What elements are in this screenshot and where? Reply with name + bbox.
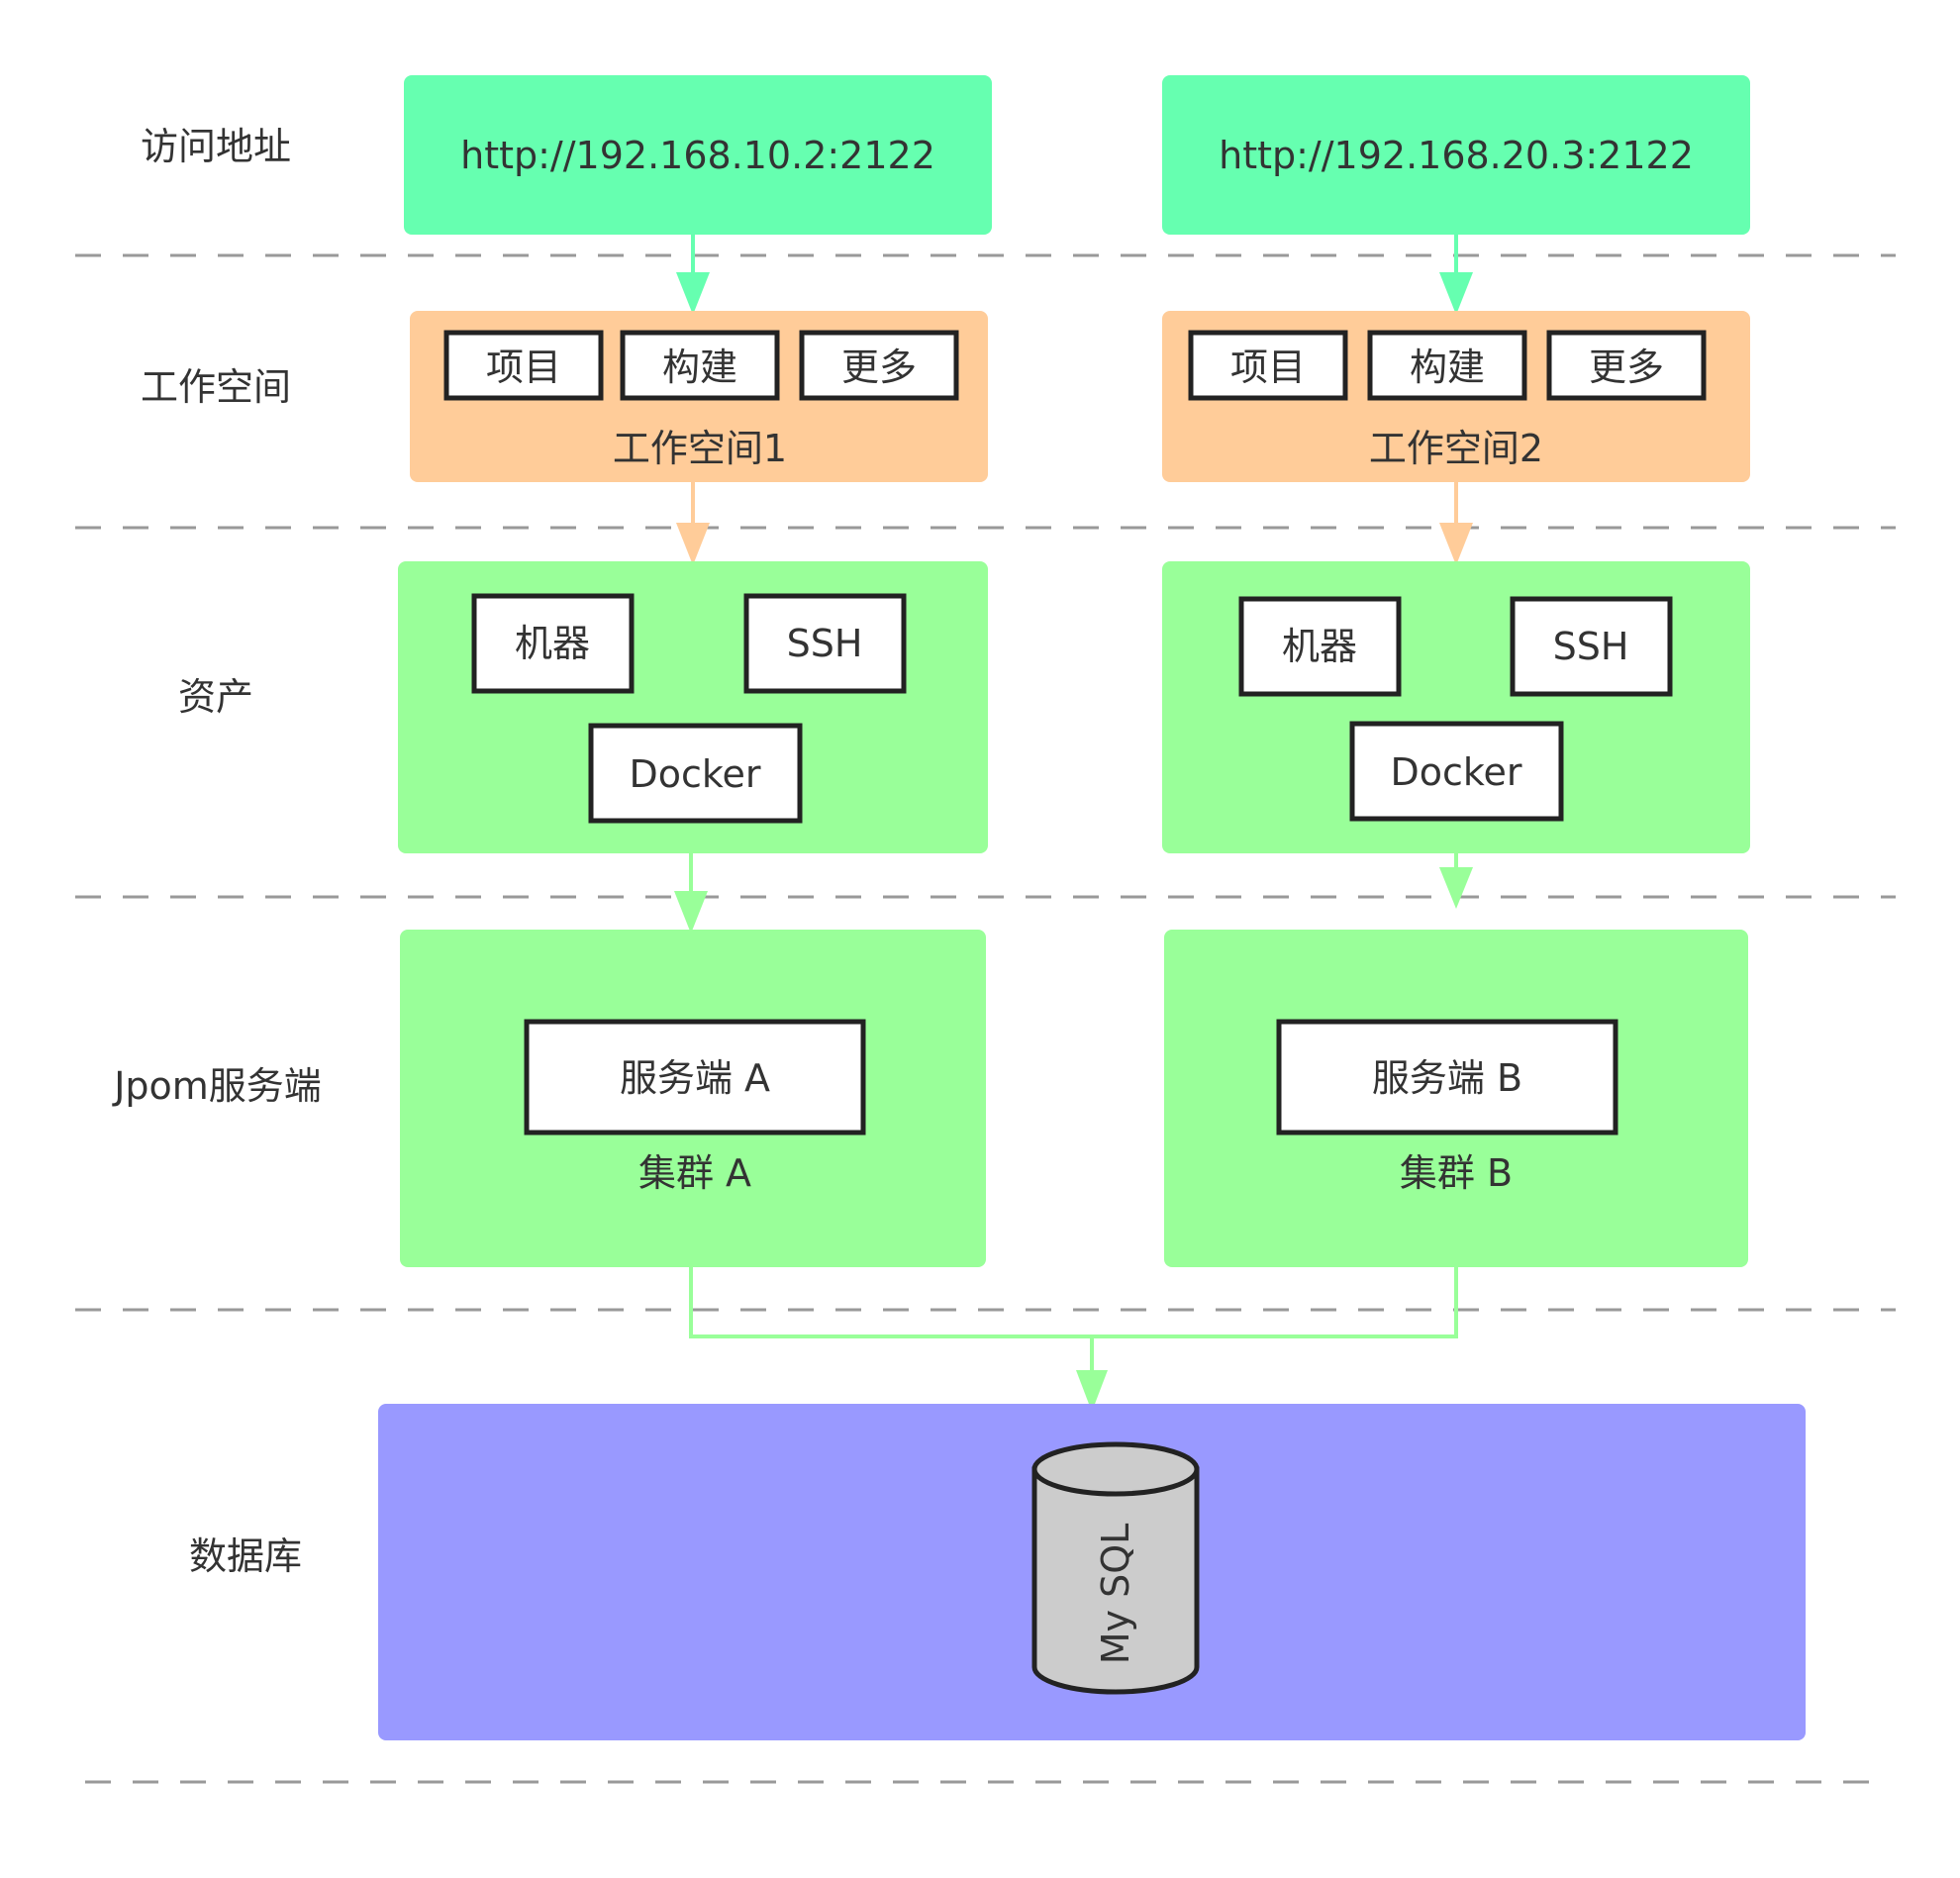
mysql-cylinder-icon[interactable] [1031, 1441, 1200, 1695]
ws-item-project-left[interactable] [443, 330, 604, 401]
server-box-right[interactable] [1276, 1019, 1618, 1136]
server-name-left: 服务端 A [620, 1056, 770, 1100]
layer-label-database: 数据库 [189, 1534, 302, 1578]
ws-item-label: 项目 [1230, 346, 1306, 389]
connector-server-to-db [689, 1267, 1458, 1338]
asset-item-label: Docker [1390, 750, 1521, 794]
ws-item-label: 更多 [1589, 346, 1664, 389]
arrowhead-icon [1439, 272, 1473, 315]
asset-item-docker-left[interactable] [588, 723, 803, 824]
asset-item-ssh-left[interactable] [743, 593, 907, 694]
asset-item-label: SSH [1553, 625, 1629, 668]
ws-item-label: 构建 [1410, 346, 1485, 389]
asset-item-label: 机器 [1282, 625, 1357, 668]
workspace-name-right: 工作空间2 [1369, 427, 1543, 470]
ws-item-build-left[interactable] [620, 330, 780, 401]
ws-item-more-right[interactable] [1546, 330, 1707, 401]
asset-item-label: SSH [787, 622, 863, 665]
workspace-name-left: 工作空间1 [613, 427, 787, 470]
url-box-right[interactable] [1162, 75, 1750, 235]
ws-item-more-left[interactable] [799, 330, 959, 401]
arrowhead-icon [1076, 1370, 1108, 1412]
arrowhead-icon [676, 272, 710, 315]
asset-item-machine-right[interactable] [1238, 596, 1402, 697]
ws-item-label: 构建 [662, 346, 737, 389]
arrowhead-icon [1439, 867, 1473, 909]
url-box-left[interactable] [404, 75, 992, 235]
mysql-label: My SQL [1094, 1524, 1137, 1665]
asset-item-ssh-right[interactable] [1510, 596, 1673, 697]
asset-item-label: 机器 [515, 622, 590, 665]
ws-item-build-right[interactable] [1367, 330, 1527, 401]
ws-item-project-right[interactable] [1188, 330, 1348, 401]
layer-label-access: 访问地址 [141, 125, 291, 168]
asset-item-docker-right[interactable] [1349, 721, 1564, 822]
asset-item-label: Docker [629, 752, 760, 796]
url-text-left: http://192.168.10.2:2122 [460, 134, 935, 177]
arrowhead-icon [676, 523, 710, 565]
arrowhead-icon [674, 891, 708, 934]
url-text-right: http://192.168.20.3:2122 [1219, 134, 1694, 177]
ws-item-label: 项目 [486, 346, 561, 389]
asset-item-machine-left[interactable] [471, 593, 635, 694]
cluster-name-right: 集群 B [1400, 1151, 1513, 1195]
layer-label-workspace: 工作空间 [141, 365, 291, 409]
ws-item-label: 更多 [841, 346, 917, 389]
server-name-right: 服务端 B [1372, 1056, 1522, 1100]
layer-label-server: Jpom服务端 [112, 1064, 322, 1108]
layer-label-assets: 资产 [178, 675, 253, 719]
server-box-left[interactable] [524, 1019, 866, 1136]
cluster-name-left: 集群 A [638, 1151, 751, 1195]
arrowhead-icon [1439, 523, 1473, 565]
